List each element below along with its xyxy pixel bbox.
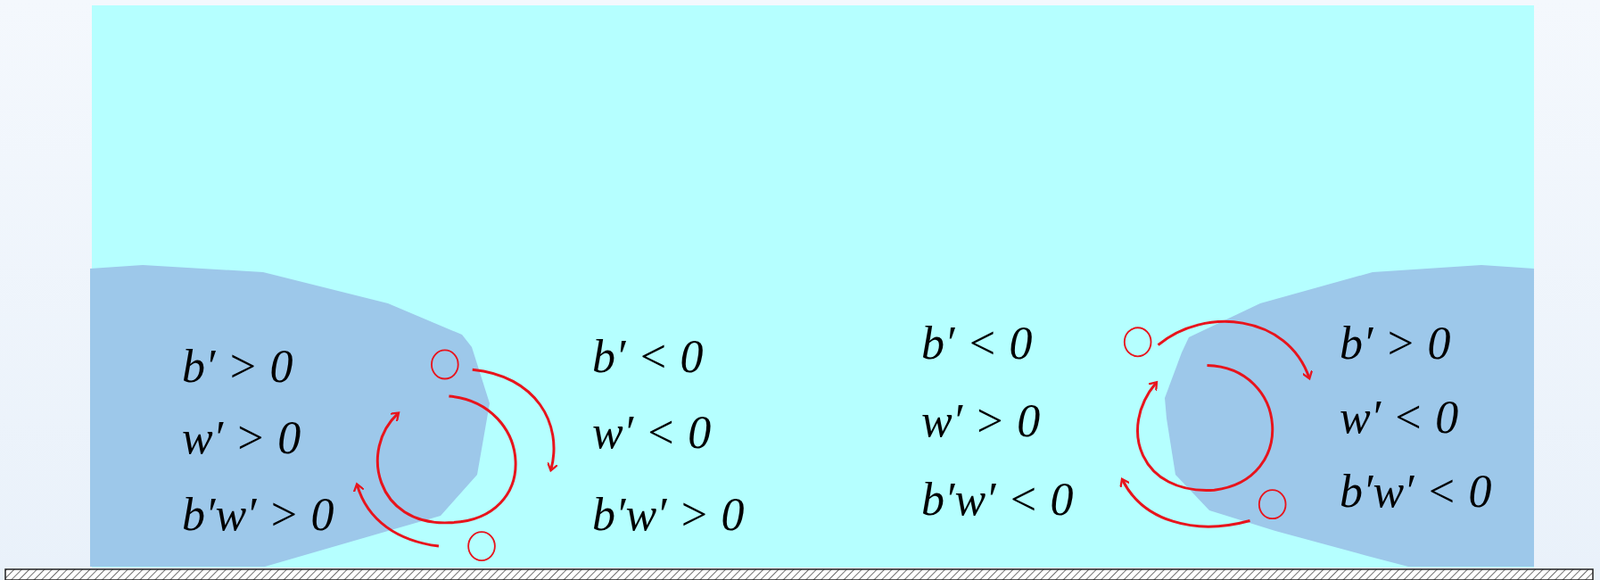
eddy-arrow bbox=[1138, 365, 1273, 491]
blob-outline bbox=[90, 264, 490, 567]
flux-label: b′ > 0 bbox=[1339, 320, 1451, 367]
flux-label: b′w′ > 0 bbox=[592, 491, 745, 538]
flux-label: w′ < 0 bbox=[592, 409, 711, 456]
flux-label: w′ < 0 bbox=[1339, 394, 1459, 441]
parcel-circle bbox=[431, 349, 459, 379]
ground-hatch bbox=[5, 569, 1593, 580]
flux-label: b′ < 0 bbox=[921, 320, 1032, 367]
flux-label: b′ > 0 bbox=[181, 343, 293, 390]
flux-label: b′w′ < 0 bbox=[921, 476, 1074, 523]
flux-label: b′ < 0 bbox=[592, 333, 703, 380]
flux-label: w′ > 0 bbox=[181, 414, 301, 462]
parcel-circle bbox=[468, 531, 495, 561]
flux-label: w′ > 0 bbox=[921, 397, 1040, 445]
eddy-arrow bbox=[1158, 321, 1310, 378]
eddy-arrow bbox=[356, 484, 439, 546]
fluid-region bbox=[91, 5, 1535, 568]
eddy-arrow bbox=[472, 369, 554, 470]
parcel-circle bbox=[1124, 327, 1152, 356]
parcel-circle bbox=[1259, 489, 1287, 519]
fluid-blob: b′ > 0 w′ > 0 b′w′ > 0 bbox=[90, 264, 490, 567]
fluid-blob: b′ > 0 w′ < 0 b′w′ < 0 bbox=[1164, 264, 1535, 567]
eddy-arrow bbox=[377, 395, 516, 523]
flux-label: b′w′ > 0 bbox=[181, 491, 335, 538]
eddy-arrow bbox=[1122, 479, 1251, 527]
flux-label: b′w′ < 0 bbox=[1339, 468, 1493, 515]
blob-outline bbox=[1164, 264, 1535, 567]
